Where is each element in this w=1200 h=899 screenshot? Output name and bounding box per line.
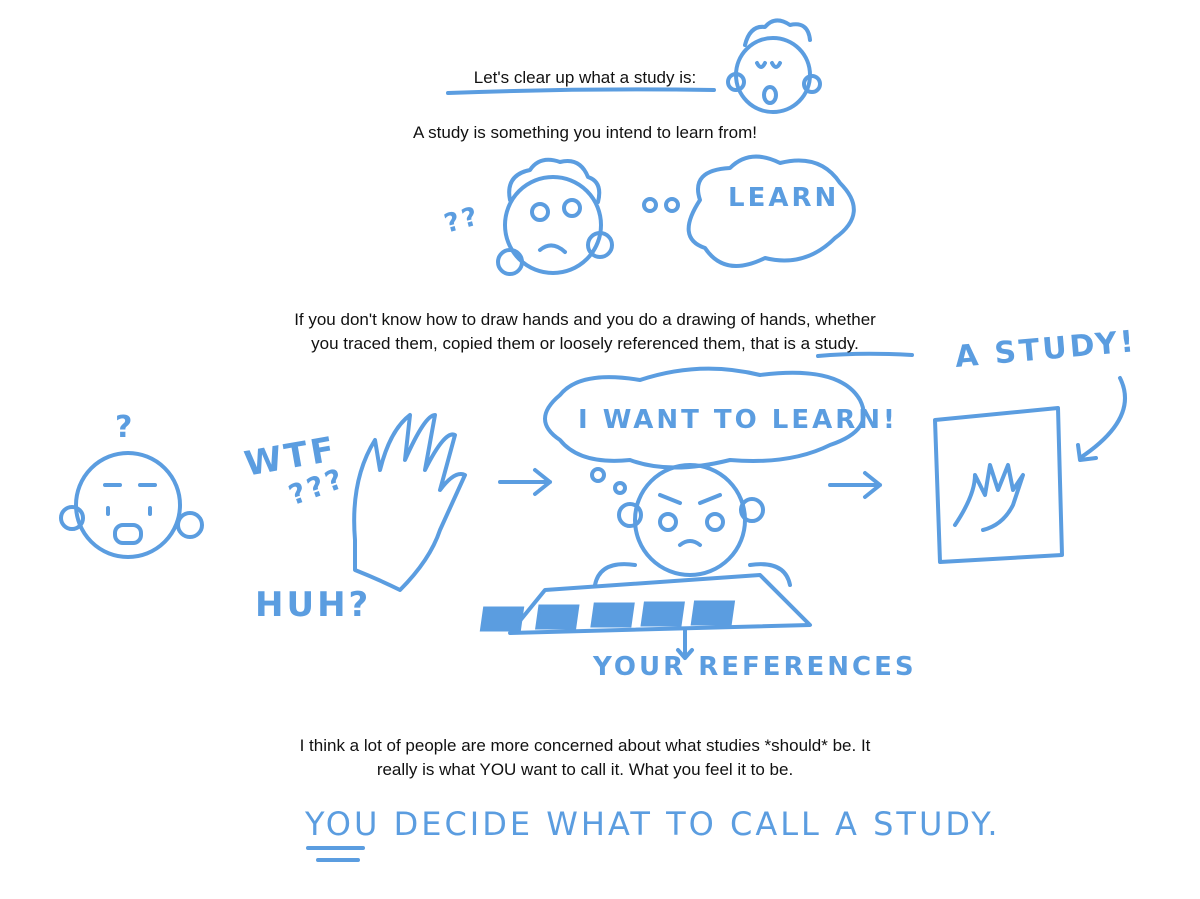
study-underline	[816, 351, 914, 358]
references-label: YOUR REFERENCES	[593, 652, 917, 682]
intro-heading: Let's clear up what a study is:	[473, 68, 697, 87]
worried-face-drawing	[496, 154, 856, 276]
hands-paragraph-line2: you traced them, copied them or loosely …	[0, 332, 1170, 356]
heading-underline	[446, 87, 716, 95]
arrow-right-icon	[498, 468, 552, 496]
hands-paragraph-line1: If you don't know how to draw hands and …	[294, 310, 876, 329]
learn-bubble-text: LEARN	[728, 183, 840, 213]
framed-study-drawing	[933, 376, 1127, 564]
conclusion-line1: I think a lot of people are more concern…	[299, 736, 871, 755]
thought-cloud	[543, 366, 866, 470]
closing-you: YOU	[305, 805, 381, 843]
conclusion-line2: really is what YOU want to call it. What…	[376, 760, 794, 779]
messy-hand-drawing	[352, 413, 467, 592]
closing-statement: YOU DECIDE WHAT TO CALL A STUDY.	[305, 805, 1001, 843]
surprised-face-drawing	[726, 18, 822, 114]
intro-definition: A study is something you intend to learn…	[413, 123, 757, 142]
closing-rest: DECIDE WHAT TO CALL A STUDY.	[393, 805, 1001, 843]
hands-paragraph-prefix: you traced them, copied them or loosely …	[311, 334, 751, 353]
thought-cloud-text: I WANT TO LEARN!	[578, 405, 898, 435]
hands-paragraph-emphasis: that is a study.	[750, 334, 859, 353]
determined-baby-drawing	[479, 463, 812, 660]
arrow-right-icon	[828, 471, 882, 499]
question-mark: ?	[115, 410, 136, 445]
confused-baby-face-drawing	[59, 451, 204, 559]
you-underline	[306, 846, 365, 862]
huh-label: HUH?	[255, 585, 372, 625]
